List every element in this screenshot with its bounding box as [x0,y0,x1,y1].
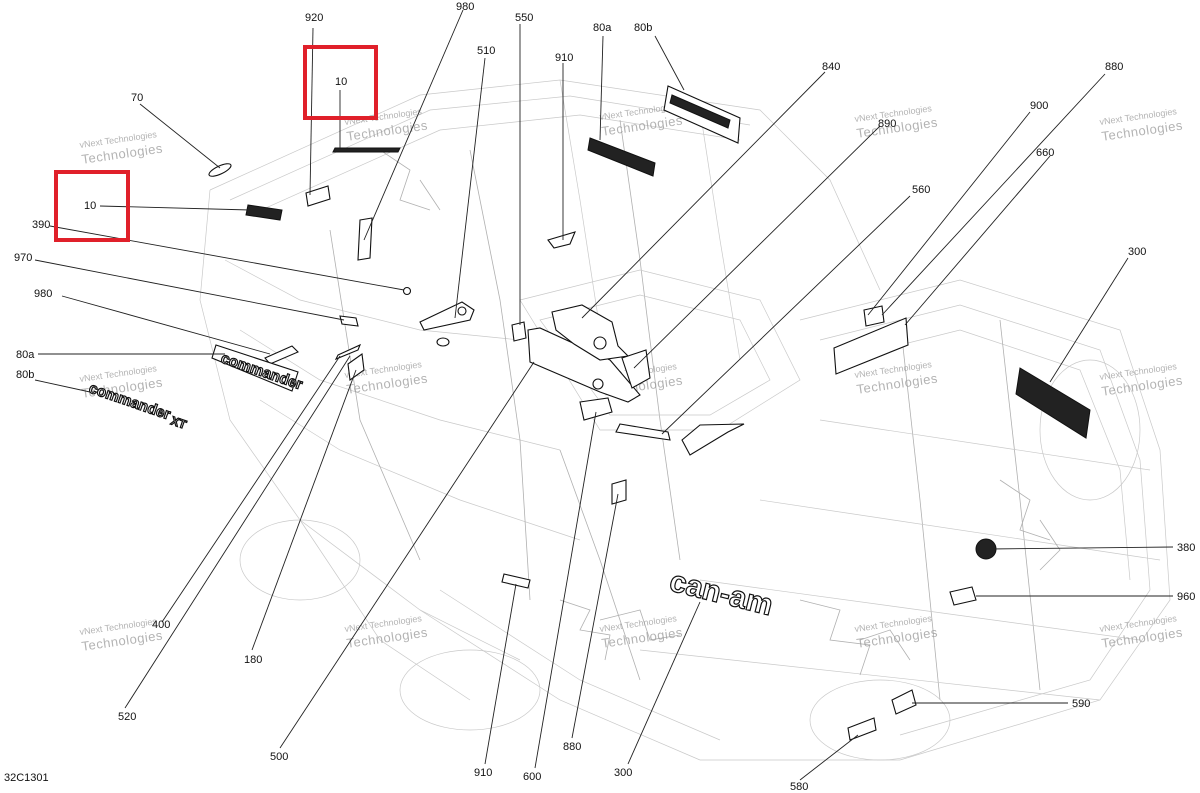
decal-660[interactable] [681,423,745,456]
callout-880-top[interactable]: 880 [1105,61,1123,73]
callout-300-right[interactable]: 300 [1128,246,1146,258]
diagram-code: 32C1301 [4,772,49,784]
decal-70[interactable] [207,161,232,178]
decal-980-top[interactable] [357,217,373,261]
decal-550[interactable] [511,321,527,342]
callout-390[interactable]: 390 [32,219,50,231]
callout-400[interactable]: 400 [152,619,170,631]
decal-400[interactable] [334,343,362,361]
decal-590[interactable] [891,689,917,715]
callout-910-top[interactable]: 910 [555,52,573,64]
callout-560[interactable]: 560 [912,184,930,196]
decal-880-bottom[interactable] [579,397,613,421]
callout-920[interactable]: 920 [305,12,323,24]
decal-960[interactable] [949,586,977,606]
vehicle-wireframe [199,79,1171,761]
decal-600-hole [592,378,604,390]
highlight-box-10-top [303,45,378,120]
callout-80b-top[interactable]: 80b [634,22,652,34]
decal-920[interactable] [305,185,331,207]
decal-510[interactable] [419,301,475,331]
callout-80b-left[interactable]: 80b [16,369,34,381]
decal-10-left[interactable] [245,204,283,221]
decal-180[interactable] [347,353,365,381]
callout-70[interactable]: 70 [131,92,143,104]
decal-80a-top[interactable] [587,137,656,177]
decal-80b-left-suffix: XT [169,414,189,432]
decal-880-mid[interactable] [611,479,627,505]
callout-880-bottom[interactable]: 880 [563,741,581,753]
callout-890[interactable]: 890 [878,118,896,130]
callout-500[interactable]: 500 [270,751,288,763]
callout-970[interactable]: 970 [14,252,32,264]
callout-900[interactable]: 900 [1030,100,1048,112]
callout-510[interactable]: 510 [477,45,495,57]
callout-980-top[interactable]: 980 [456,1,474,13]
callout-910-bottom[interactable]: 910 [474,767,492,779]
callout-960[interactable]: 960 [1177,591,1195,603]
decal-900[interactable] [863,305,885,327]
highlight-box-10-left [54,170,130,242]
callout-380[interactable]: 380 [1177,542,1195,554]
decal-560[interactable] [615,423,671,441]
decal-970[interactable] [339,315,359,327]
decal-600[interactable] [527,327,641,403]
callout-80a-left[interactable]: 80a [16,349,35,361]
callout-980-left[interactable]: 980 [34,288,52,300]
decal-910-top[interactable] [547,231,576,249]
callout-600[interactable]: 600 [523,771,541,783]
callout-660[interactable]: 660 [1036,147,1054,159]
callout-labels: 920 980 550 80a 80b 910 510 840 880 890 … [14,1,1195,793]
leader-lines [34,9,1174,781]
decal-390[interactable] [402,286,412,296]
decal-510-hole [457,306,467,316]
decal-parts: commander commander XT can-a [86,85,1091,741]
callout-10-top[interactable]: 10 [335,76,347,88]
decal-910-bottom[interactable] [501,573,531,589]
decal-300-canam[interactable]: can-am [666,564,777,623]
decal-oval[interactable] [436,337,450,347]
callout-300-bottom[interactable]: 300 [614,767,632,779]
callout-80a-top[interactable]: 80a [593,22,612,34]
decal-300-right[interactable] [1015,367,1091,439]
callout-520[interactable]: 520 [118,711,136,723]
callout-180[interactable]: 180 [244,654,262,666]
callout-550[interactable]: 550 [515,12,533,24]
callout-840[interactable]: 840 [822,61,840,73]
callout-590[interactable]: 590 [1072,698,1090,710]
decal-80b-top-text [669,94,731,129]
decal-880-top[interactable] [833,317,909,375]
callout-10-left[interactable]: 10 [84,200,96,212]
decal-10-top[interactable] [332,147,401,153]
decal-840-hole [593,336,607,350]
callout-580[interactable]: 580 [790,781,808,793]
decal-580[interactable] [847,717,877,741]
